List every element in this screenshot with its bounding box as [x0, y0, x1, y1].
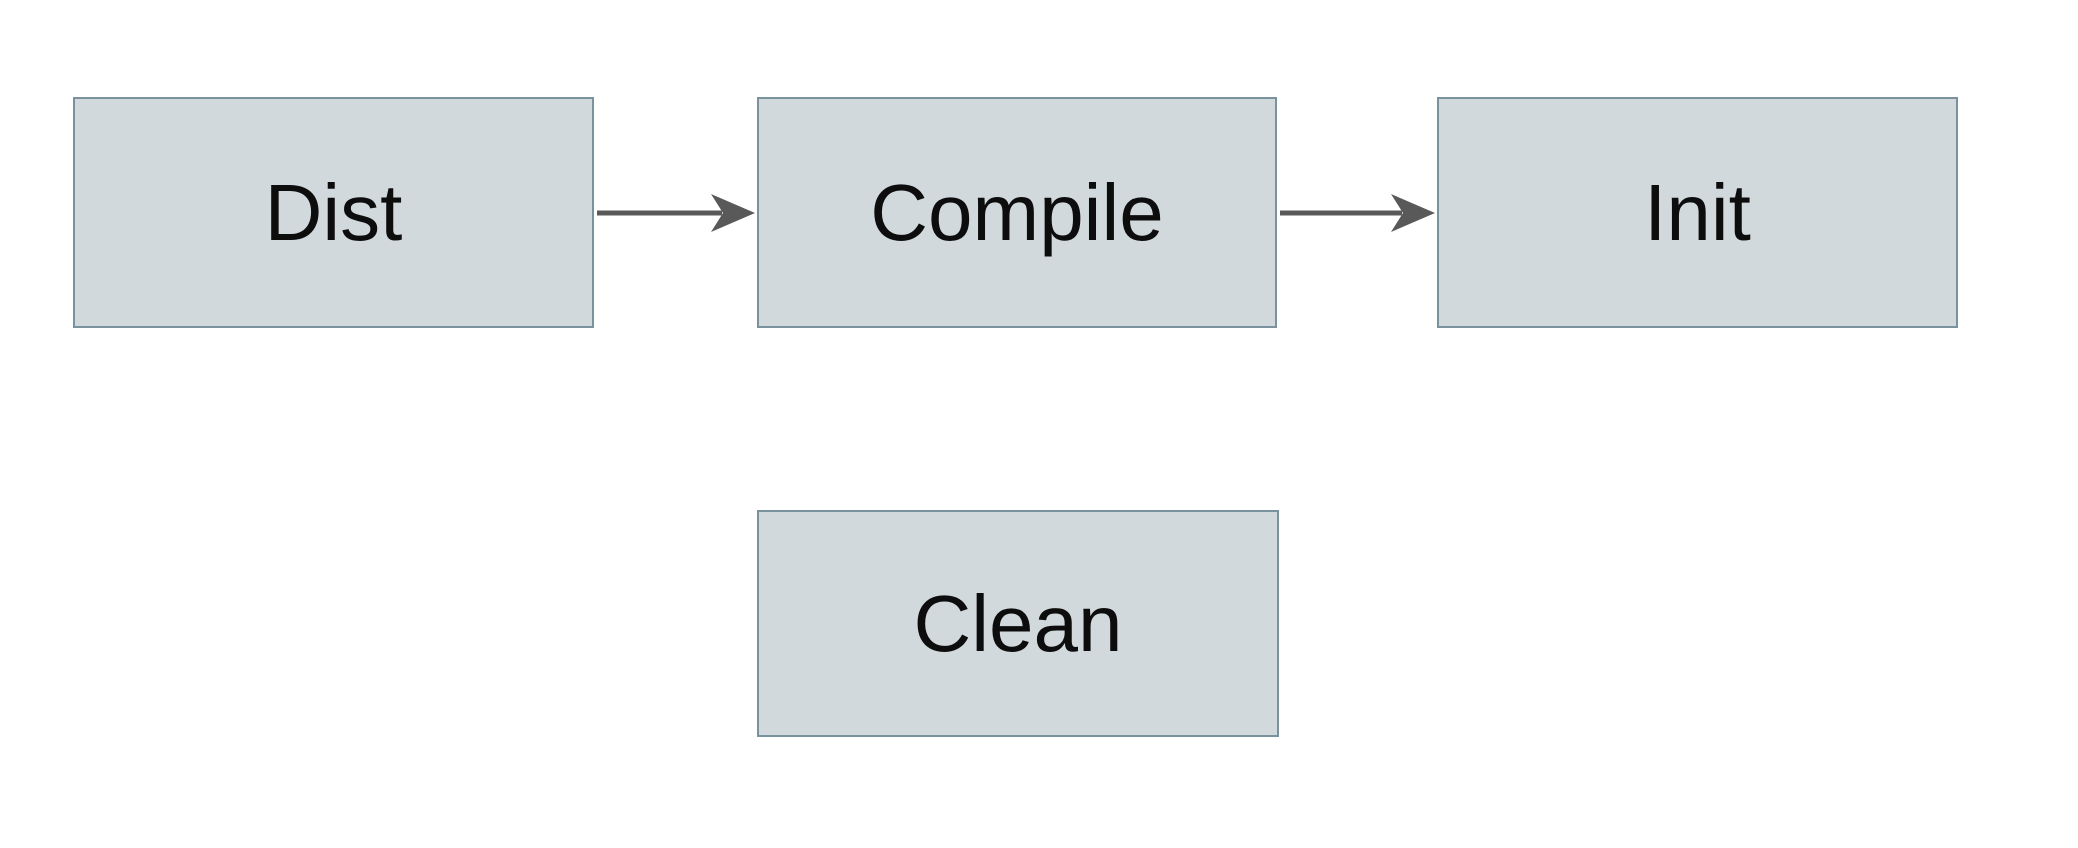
node-dist: Dist — [73, 97, 594, 328]
node-compile: Compile — [757, 97, 1277, 328]
arrow-compile-to-init-head-icon — [1391, 194, 1435, 232]
node-dist-label: Dist — [264, 167, 403, 257]
node-init: Init — [1437, 97, 1958, 328]
node-init-label: Init — [1644, 167, 1751, 257]
arrow-dist-to-compile-head-icon — [711, 194, 755, 232]
node-clean: Clean — [757, 510, 1279, 737]
arrow-compile-to-init — [1280, 194, 1435, 232]
arrow-dist-to-compile — [597, 194, 755, 232]
node-compile-label: Compile — [870, 167, 1164, 257]
node-clean-label: Clean — [913, 578, 1123, 668]
